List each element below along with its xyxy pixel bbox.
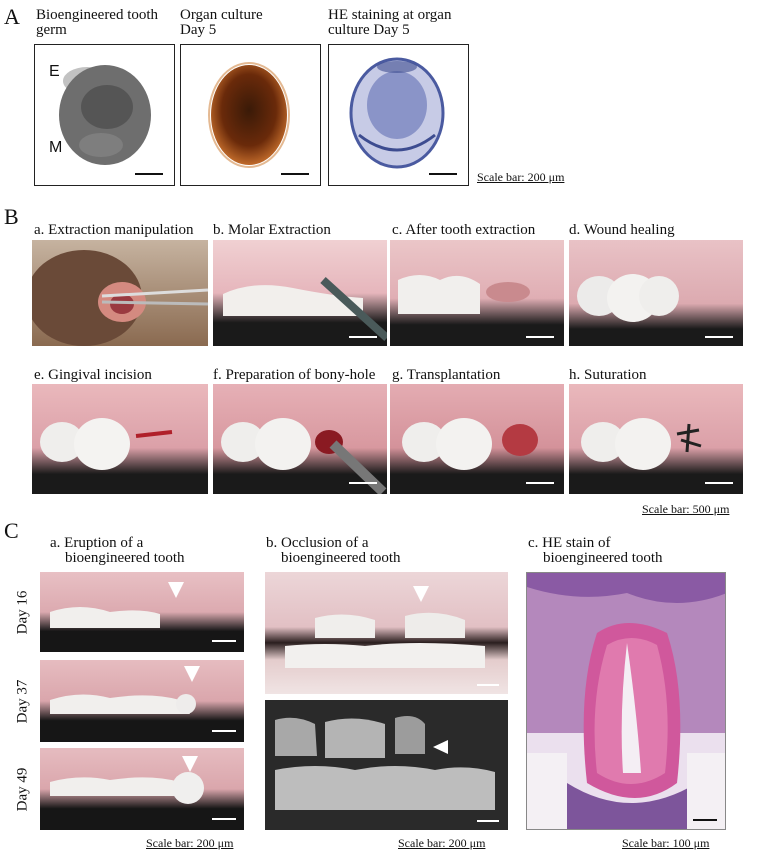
arrowhead-marker (182, 756, 198, 772)
panel-a-scale-bar-label: Scale bar: 200 μm (477, 170, 565, 184)
panel-bf-caption: f. Preparation of bony-hole (213, 367, 376, 383)
arrowhead-marker (413, 586, 429, 602)
scale-bar-line (212, 640, 236, 642)
day-16-label: Day 16 (14, 590, 31, 634)
eruption-day-49-photo (40, 748, 244, 830)
organ-culture-image (180, 44, 321, 186)
panel-bb-caption: b. Molar Extraction (213, 222, 331, 238)
day-49-label: Day 49 (14, 767, 31, 811)
scale-bar-line (429, 173, 457, 175)
panel-bd-caption: d. Wound healing (569, 222, 675, 238)
eruption-day-16-photo (40, 572, 244, 652)
transplantation-photo (390, 384, 564, 494)
scale-bar-line (526, 482, 554, 484)
panel-cc-caption: c. HE stain of bioengineered tooth (528, 535, 663, 566)
scale-bar-line (212, 818, 236, 820)
panel-a3-caption: HE staining at organ culture Day 5 (328, 7, 452, 38)
extraction-manipulation-photo (32, 240, 208, 346)
panel-bg-caption: g. Transplantation (392, 367, 501, 383)
gingival-incision-photo (32, 384, 208, 494)
scale-bar-line (212, 730, 236, 732)
tooth-germ-image: E M (34, 44, 175, 186)
panel-b-scale-bar-label: Scale bar: 500 μm (642, 502, 730, 516)
arrowhead-marker (184, 666, 200, 682)
suturation-photo (569, 384, 743, 494)
micro-ct-photo (265, 700, 508, 830)
panel-bc-caption: c. After tooth extraction (392, 222, 536, 238)
day-37-label: Day 37 (14, 679, 31, 723)
epithelium-label: E (49, 63, 60, 80)
arrowhead-marker (168, 582, 184, 598)
panel-c-label: C (4, 518, 19, 543)
scale-bar-line (705, 482, 733, 484)
eruption-day-37-photo (40, 660, 244, 742)
panel-ca-scale-bar-label: Scale bar: 200 μm (146, 836, 234, 850)
scale-bar-line (349, 482, 377, 484)
scale-bar-line (349, 336, 377, 338)
mesenchyme-label: M (49, 139, 63, 156)
he-stain-tooth-photo (526, 572, 726, 830)
panel-a2-caption: Organ culture Day 5 (180, 7, 263, 38)
after-extraction-photo (390, 240, 564, 346)
he-staining-culture-image (328, 44, 469, 186)
panel-ba-caption: a. Extraction manipulation (34, 222, 194, 238)
scale-bar-line (705, 336, 733, 338)
panel-cc-scale-bar-label: Scale bar: 100 μm (622, 836, 710, 850)
scale-bar-line (477, 684, 499, 686)
scale-bar-line (526, 336, 554, 338)
panel-a1-caption: Bioengineered tooth germ (36, 7, 159, 38)
molar-extraction-photo (213, 240, 387, 346)
panel-cb-scale-bar-label: Scale bar: 200 μm (398, 836, 486, 850)
arrowhead-marker (433, 740, 448, 754)
scale-bar-line (135, 173, 163, 175)
occlusion-photo (265, 572, 508, 694)
panel-be-caption: e. Gingival incision (34, 367, 152, 383)
panel-b-label: B (4, 204, 19, 229)
scale-bar-line (281, 173, 309, 175)
panel-cb-caption: b. Occlusion of a bioengineered tooth (266, 535, 401, 566)
wound-healing-photo (569, 240, 743, 346)
scale-bar-line (477, 820, 499, 822)
scale-bar-line (693, 819, 717, 821)
panel-bh-caption: h. Suturation (569, 367, 647, 383)
panel-ca-caption: a. Eruption of a bioengineered tooth (50, 535, 185, 566)
panel-a-label: A (4, 4, 20, 29)
bony-hole-preparation-photo (213, 384, 387, 494)
